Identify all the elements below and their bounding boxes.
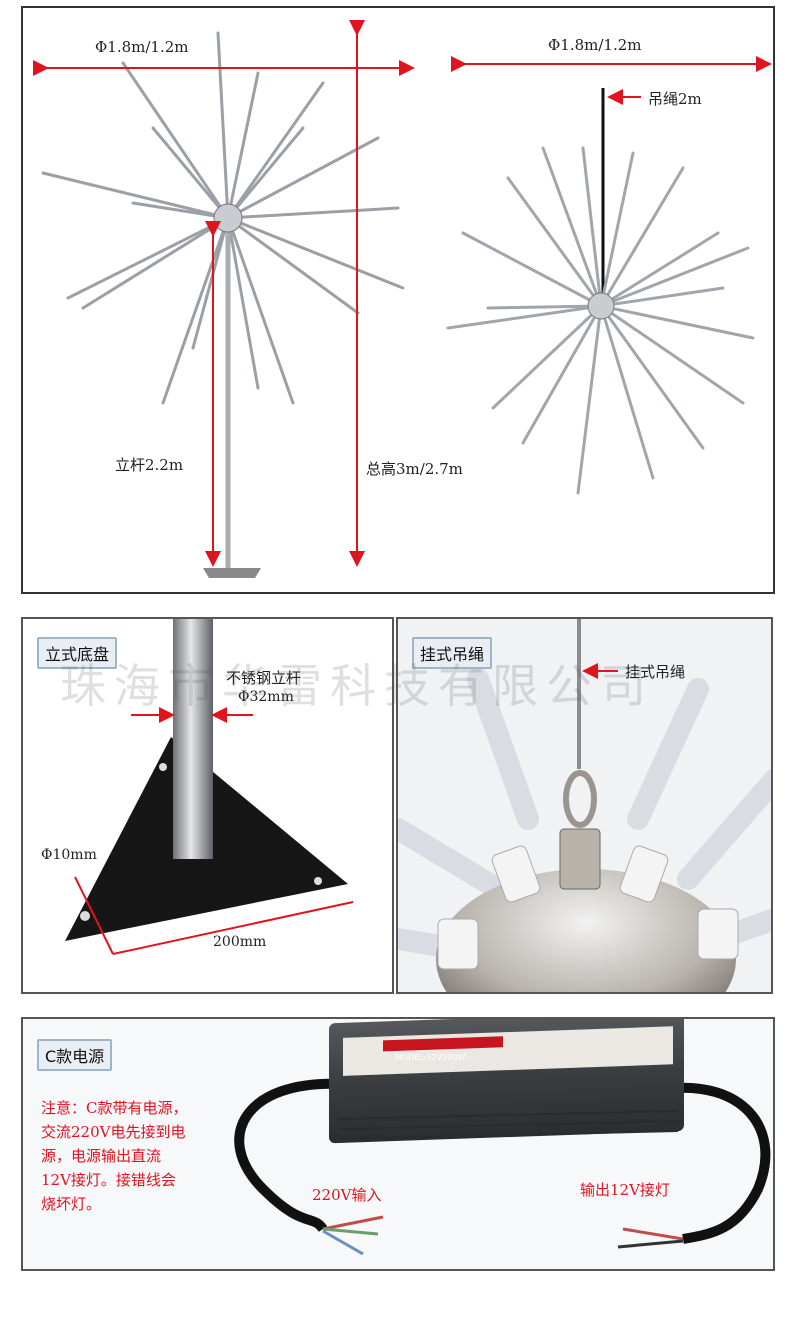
cable-glands <box>437 845 739 970</box>
bolt-hole-icon <box>80 911 90 921</box>
total-height-label: 总高3m/2.7m <box>366 460 463 478</box>
base-width-label: 200mm <box>213 934 267 950</box>
warning-note: 注意：C款带有电源， 交流220V电先接到电 源，电源输出直流 12V接灯。接错… <box>41 1096 187 1216</box>
right-hub <box>587 292 615 320</box>
top-panel: Φ1.8m/1.2m 立杆2.2m 总高3m/2.7m Φ1.8m/1.2m 吊… <box>21 6 775 594</box>
output-label: 输出12V接灯 <box>580 1181 670 1199</box>
input-cable <box>234 1078 344 1233</box>
note-line: 烧坏灯。 <box>41 1195 102 1213</box>
psu-model-label: MODEL:12V200W <box>395 1053 466 1062</box>
base-panel: 立式底盘 不锈钢立杆 Φ32mm Φ10mm 200mm <box>21 617 394 994</box>
power-tag: C款电源 <box>37 1039 113 1071</box>
hole-diameter-label: Φ10mm <box>41 847 97 863</box>
left-base <box>203 568 261 578</box>
hanger-label: 挂式吊绳 <box>625 663 686 681</box>
steel-pole-label: 不锈钢立杆 <box>226 669 302 687</box>
pole-height-label: 立杆2.2m <box>115 456 184 474</box>
steel-pole <box>173 619 213 859</box>
base-tag: 立式底盘 <box>37 637 118 669</box>
power-illustration <box>234 1019 771 1256</box>
hanger-illustration <box>398 619 771 992</box>
right-starburst <box>446 146 755 495</box>
top-illustration <box>33 20 772 578</box>
note-line: 交流220V电先接到电 <box>41 1123 186 1141</box>
output-cable <box>662 1082 771 1244</box>
led-tubes <box>398 668 771 960</box>
right-width-label: Φ1.8m/1.2m <box>548 36 642 54</box>
power-panel: MODEL:12V200W C款电源 注意：C款带有电源， 交流220V电先接到… <box>21 1017 775 1271</box>
watermark: 珠海市华雷科技有限公司 <box>60 659 654 713</box>
swivel-hook <box>559 828 601 890</box>
input-label: 220V输入 <box>312 1186 382 1204</box>
rope-length-label: 吊绳2m <box>648 90 702 108</box>
note-line: 注意：C款带有电源， <box>41 1099 188 1117</box>
left-hub <box>213 203 243 233</box>
base-illustration <box>65 619 354 955</box>
note-line: 12V接灯。接错线会 <box>41 1171 176 1189</box>
hanger-panel: 挂式吊绳 挂式吊绳 <box>396 617 773 994</box>
note-line: 源，电源输出直流 <box>41 1147 162 1165</box>
hanger-tag: 挂式吊绳 <box>412 637 493 669</box>
left-width-label: Φ1.8m/1.2m <box>95 38 189 56</box>
pole-diameter-label: Φ32mm <box>238 689 294 705</box>
